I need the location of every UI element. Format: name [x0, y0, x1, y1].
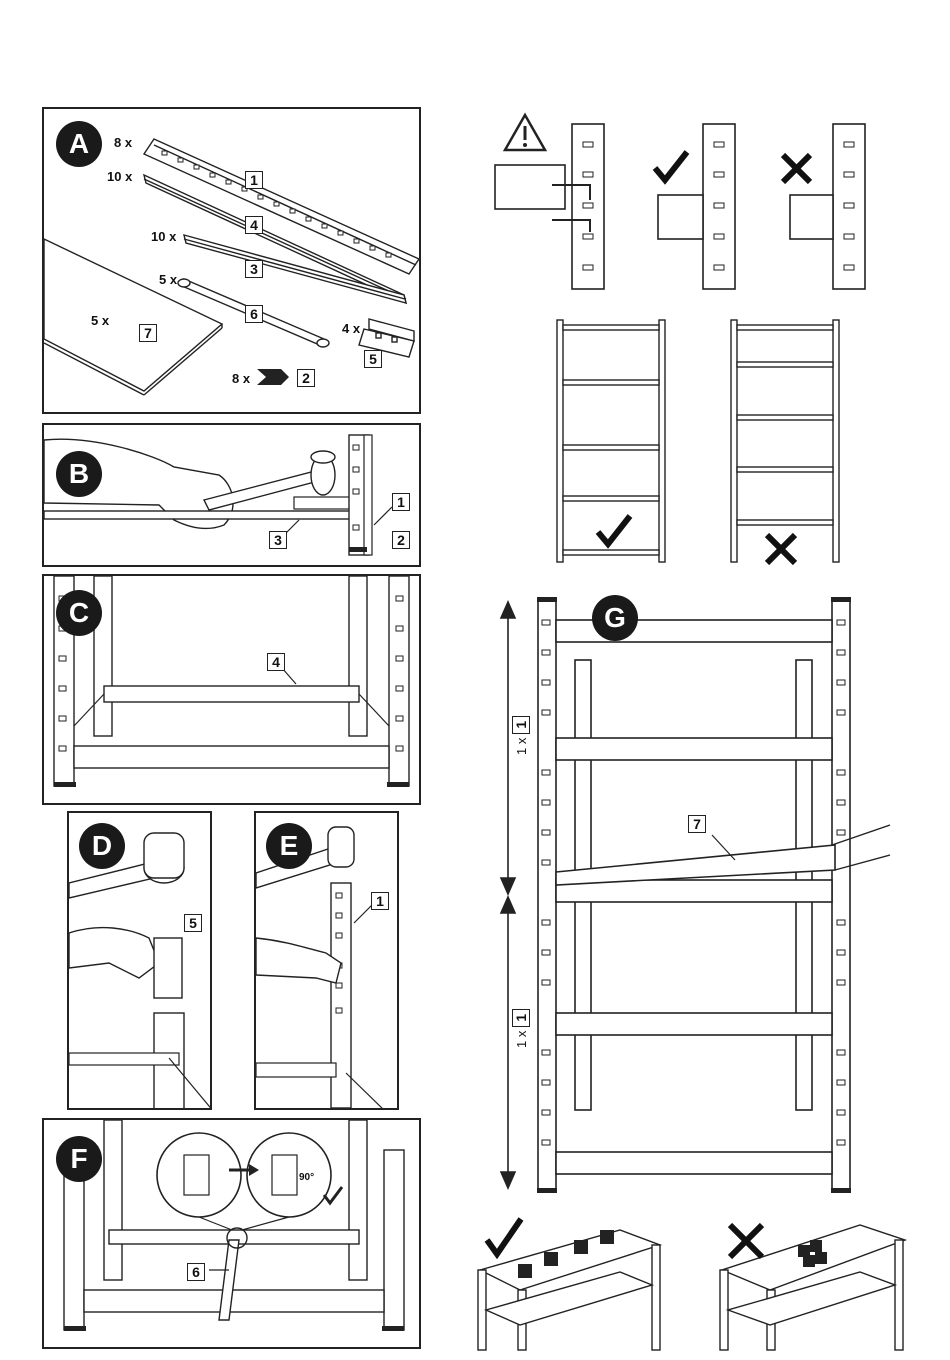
- qty-label: 8 x: [114, 135, 132, 150]
- hammer-icon: [328, 827, 354, 867]
- connector-chevron: [257, 369, 289, 385]
- qty-label: 10 x: [107, 169, 132, 184]
- check-icon: [655, 152, 687, 180]
- callout-6: 6: [187, 1263, 205, 1281]
- qty-label: 4 x: [342, 321, 360, 336]
- qty-label: 10 x: [151, 229, 176, 244]
- hand-illustration: [256, 938, 341, 983]
- panel-b-hammer-step: B 1 3 2: [42, 423, 421, 567]
- cross-icon: [730, 1225, 762, 1257]
- check-icon: [487, 1219, 521, 1254]
- upright-quantity-label-bottom: 1 x 1: [512, 1009, 530, 1048]
- load-incorrect-diagram: [720, 1225, 905, 1350]
- parts-illustration: [44, 109, 421, 414]
- panel-f-brace-step: F 90° 6: [42, 1118, 421, 1349]
- part-number-5: 5: [364, 350, 382, 368]
- callout-4: 4: [267, 653, 285, 671]
- bracket-part: [154, 938, 182, 998]
- panel-a-parts-list: A: [42, 107, 421, 414]
- step-badge-g: G: [592, 595, 638, 641]
- qty-label: 5 x: [159, 272, 177, 287]
- panel-e-upright-step: E 1: [254, 811, 399, 1110]
- panel-d-bracket-step: D 5: [67, 811, 212, 1110]
- shelf-incorrect-diagram: [731, 320, 839, 562]
- callout-5: 5: [184, 914, 202, 932]
- height-dimension-arrows: [501, 602, 515, 1188]
- weight-icons: [518, 1230, 614, 1278]
- callout-3: 3: [269, 531, 287, 549]
- callout-7: 7: [688, 815, 706, 833]
- upright-quantity-label-top: 1 x 1: [512, 716, 530, 755]
- step-badge-a: A: [56, 121, 102, 167]
- step-badge-d: D: [79, 823, 125, 869]
- rotation-label: 90°: [299, 1172, 314, 1183]
- check-icon: [598, 516, 630, 544]
- qty-label: 8 x: [232, 371, 250, 386]
- part-number-2: 2: [297, 369, 315, 387]
- step-badge-b: B: [56, 451, 102, 497]
- part-number-3: 3: [245, 260, 263, 278]
- callout-1: 1: [392, 493, 410, 511]
- warning-triangle-icon: [505, 115, 545, 150]
- part-number-4: 4: [245, 216, 263, 234]
- panel-c-beam-step: C 4: [42, 574, 421, 805]
- shelf-correct-diagram: [557, 320, 665, 562]
- part-number-1: 1: [245, 171, 263, 189]
- hand-illustration: [69, 928, 159, 978]
- step-badge-f: F: [56, 1136, 102, 1182]
- cross-icon: [767, 535, 795, 563]
- part-number-7: 7: [139, 324, 157, 342]
- shelving-unit-assembly: [538, 600, 850, 1190]
- upright-part: [144, 139, 419, 274]
- callout-2: 2: [392, 531, 410, 549]
- qty-label: 5 x: [91, 313, 109, 328]
- step-badge-e: E: [266, 823, 312, 869]
- step-badge-c: C: [56, 590, 102, 636]
- cross-icon: [783, 155, 810, 182]
- part-number-6: 6: [245, 305, 263, 323]
- load-correct-diagram: [478, 1230, 660, 1350]
- callout-1: 1: [371, 892, 389, 910]
